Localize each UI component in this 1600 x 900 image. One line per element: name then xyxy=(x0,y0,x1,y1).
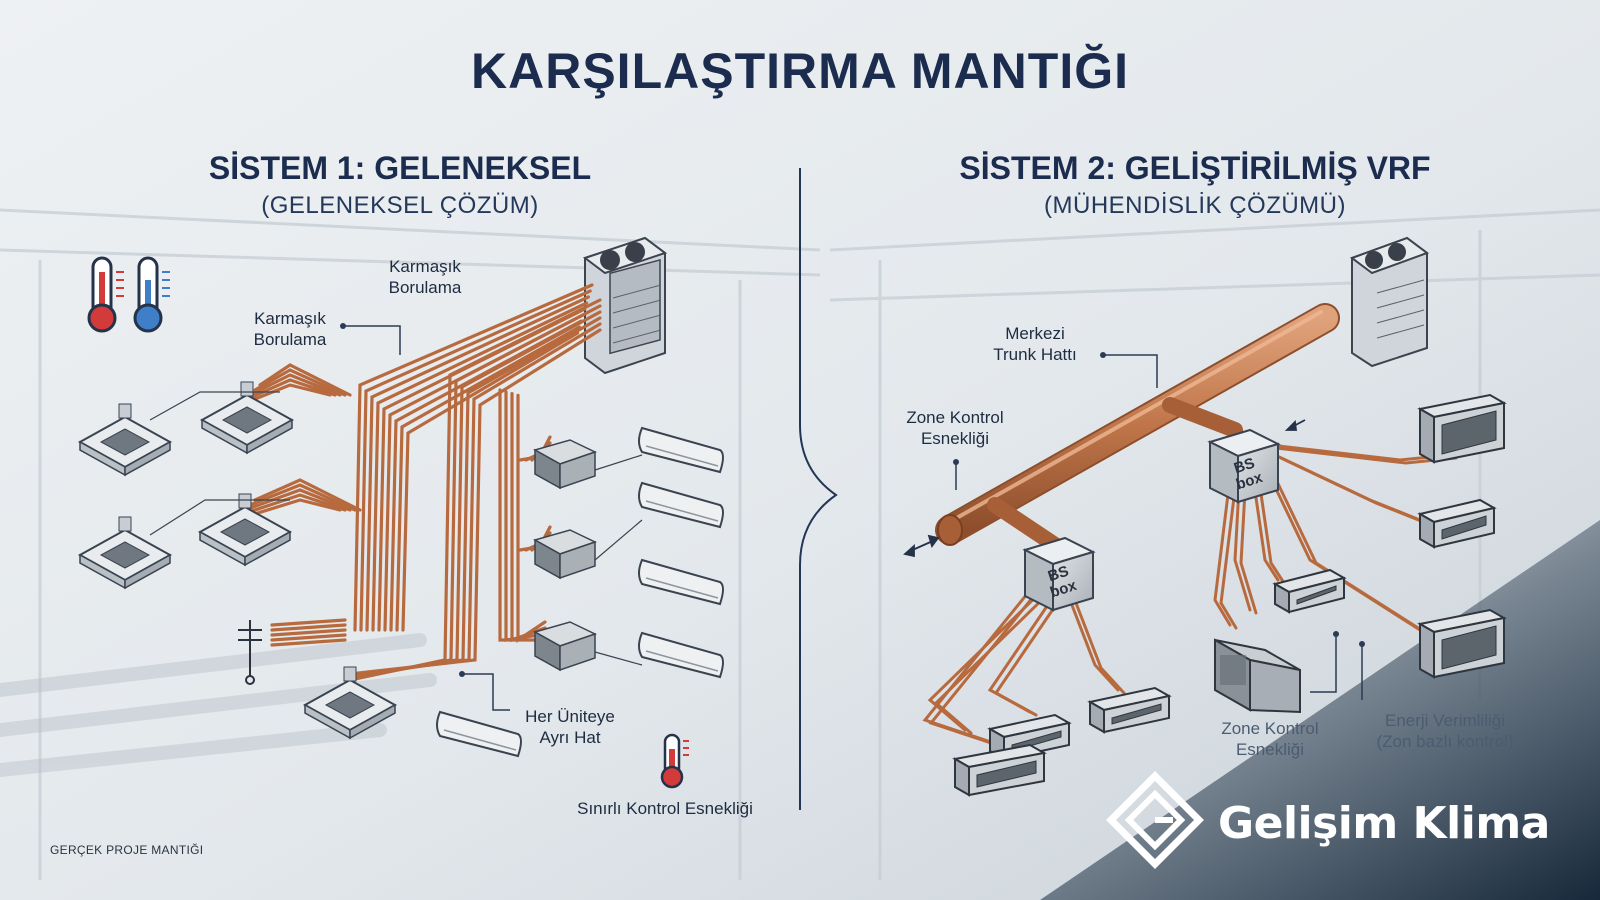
brand-logo-spacer xyxy=(1110,778,1200,868)
cassette-unit xyxy=(197,493,293,567)
bs-box xyxy=(1207,428,1281,504)
traditional-piping-bundle xyxy=(233,283,602,682)
copper-branch-pipe xyxy=(1279,456,1428,525)
copper-branch-pipe xyxy=(933,586,1056,735)
copper-branch-pipe xyxy=(1213,476,1232,627)
copper-pipe xyxy=(253,478,362,512)
copper-branch-pipe xyxy=(1239,471,1258,615)
copper-pipe xyxy=(270,633,347,642)
copper-pipe xyxy=(270,623,347,632)
vrf-floor-unit xyxy=(1214,638,1301,714)
copper-pipe xyxy=(365,295,590,632)
system2-subheading: (MÜHENDİSLİK ÇÖZÜMÜ) xyxy=(1044,192,1346,219)
thermometer-cold-icon xyxy=(133,256,170,333)
label-limited-control: Sınırlı Kontrol Esnekliği xyxy=(577,799,753,818)
bs-box xyxy=(1022,536,1096,612)
cassette-unit xyxy=(77,403,173,477)
copper-pipe xyxy=(238,383,332,407)
vrf-ducted-unit xyxy=(952,743,1047,797)
copper-pipe xyxy=(395,325,581,632)
brand: Gelişim Klima xyxy=(1110,778,1580,868)
copper-pipe xyxy=(516,393,547,643)
wall-split-unit xyxy=(436,710,522,758)
copper-branch-pipe xyxy=(1074,601,1126,695)
copper-branch-pipe xyxy=(1269,467,1428,635)
controller-icon xyxy=(238,620,262,685)
copper-pipe xyxy=(353,283,594,632)
copper-pipe xyxy=(270,628,347,637)
vrf-branch-piping xyxy=(922,443,1458,750)
label-energy-efficiency: Enerji Verimliliği(Zon bazlı kontrol) xyxy=(1376,711,1514,751)
thermometer-limited-icon xyxy=(660,733,689,789)
copper-pipe xyxy=(243,488,352,512)
copper-pipe xyxy=(359,289,592,632)
copper-branch-pipe xyxy=(1256,471,1286,585)
cassette-unit xyxy=(77,516,173,590)
copper-branch-pipe xyxy=(928,579,1048,750)
wall-split-unit xyxy=(638,558,724,606)
brand-logo-icon xyxy=(1106,771,1204,869)
wall-split-unit xyxy=(638,631,724,679)
copper-pipe xyxy=(348,328,602,676)
system1-subheading: (GELENEKSEL ÇÖZÜM) xyxy=(261,192,539,219)
cassette-unit xyxy=(199,381,295,455)
copper-pipe xyxy=(504,390,547,642)
copper-pipe xyxy=(238,493,347,517)
vrf-ducted-unit xyxy=(1417,498,1497,549)
wall-split-unit xyxy=(638,426,724,474)
wall-split-unit xyxy=(638,481,724,529)
vrf-ducted-unit xyxy=(1417,608,1507,679)
copper-pipe xyxy=(253,368,347,397)
outdoor-unit-1 xyxy=(582,236,668,375)
copper-pipe xyxy=(243,378,337,402)
copper-pipe xyxy=(498,388,547,642)
center-divider xyxy=(799,168,838,810)
copper-branch-pipe xyxy=(1250,468,1280,582)
page-title: KARŞILAŞTIRMA MANTIĞI xyxy=(471,43,1129,99)
central-trunk-line xyxy=(935,303,1340,553)
copper-pipe xyxy=(270,638,347,647)
copper-branch-pipe xyxy=(993,591,1066,717)
vrf-ducted-unit xyxy=(1417,393,1507,464)
copper-pipe xyxy=(258,363,352,397)
brand-name: Gelişim Klima xyxy=(1218,797,1550,849)
vrf-ducted-unit xyxy=(1272,568,1347,614)
copper-pipe xyxy=(248,373,342,397)
ducted-indoor-unit xyxy=(533,439,597,490)
copper-pipe xyxy=(248,483,357,512)
outdoor-unit-2 xyxy=(1349,236,1430,368)
ducted-indoor-unit xyxy=(533,529,597,580)
system2-heading: SİSTEM 2: GELİŞTİRİLMİŞ VRF xyxy=(959,150,1431,186)
footnote: GERÇEK PROJE MANTIĞI xyxy=(50,843,204,857)
vrf-ducted-unit xyxy=(1087,686,1172,734)
copper-branch-pipe xyxy=(1068,598,1120,692)
copper-pipe xyxy=(270,618,347,627)
cassette-unit xyxy=(302,666,398,740)
copper-branch-pipe xyxy=(927,583,1050,732)
copper-pipe xyxy=(401,331,580,632)
copper-branch-pipe xyxy=(1219,479,1238,630)
system1-heading: SİSTEM 1: GELENEKSEL xyxy=(208,150,592,186)
ducted-indoor-unit xyxy=(533,621,597,672)
copper-pipe xyxy=(371,301,589,632)
thermometer-hot-icon xyxy=(87,256,124,333)
